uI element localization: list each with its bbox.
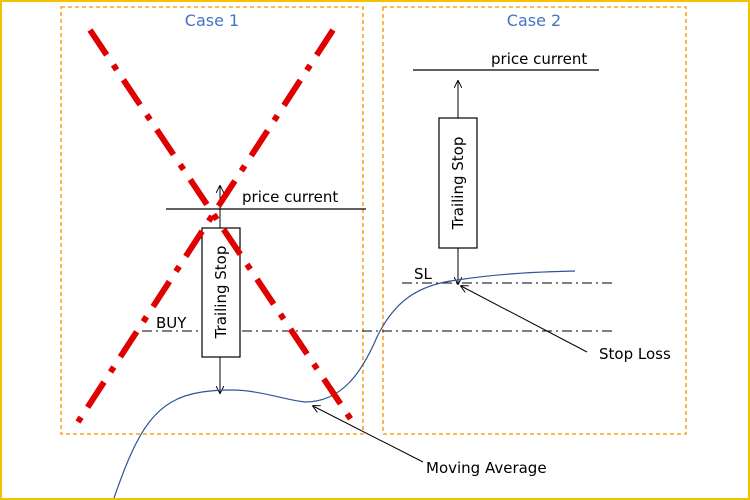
case-1-panel xyxy=(60,6,364,435)
stop-loss-pointer xyxy=(461,286,588,353)
buy-label: BUY xyxy=(156,314,187,332)
case-2-trailing-stop-box xyxy=(438,117,478,249)
moving-average-curve xyxy=(113,270,576,498)
stop-loss-label: Stop Loss xyxy=(599,345,671,363)
cross-out-stroke-1 xyxy=(87,28,357,426)
case-1-price-current-label: price current xyxy=(242,188,338,206)
case-1-title: Case 1 xyxy=(185,11,239,30)
case-2-title: Case 2 xyxy=(507,11,561,30)
case-2-panel xyxy=(382,6,687,435)
sl-label: SL xyxy=(414,265,433,283)
moving-average-pointer xyxy=(313,406,424,463)
moving-average-label: Moving Average xyxy=(426,459,547,477)
case-2-price-current-label: price current xyxy=(491,50,587,68)
cross-out-stroke-2 xyxy=(75,28,336,424)
case-1-trailing-stop-label: Trailing Stop xyxy=(212,246,230,340)
case-2-trailing-stop-label: Trailing Stop xyxy=(449,137,467,231)
